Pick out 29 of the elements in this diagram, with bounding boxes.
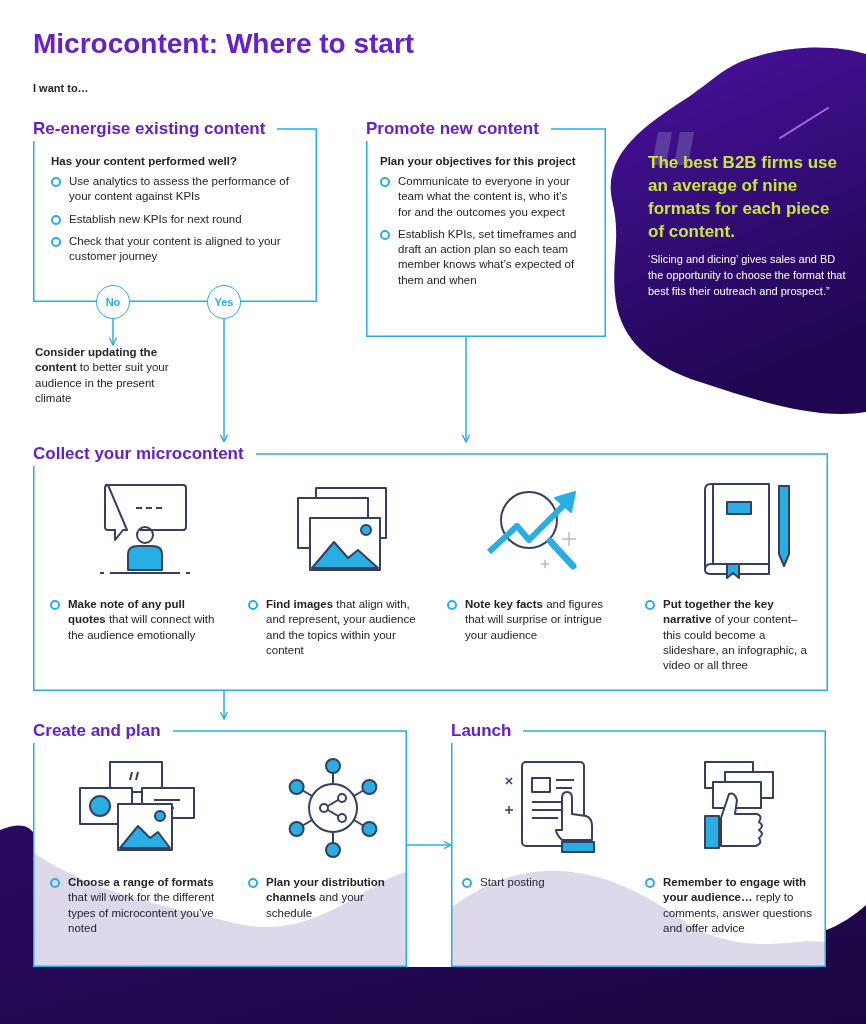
bullet-point: Establish KPIs, set timeframes and draft an action plan so each team member knows what’s expected of them and when: [380, 226, 580, 288]
question-text: Plan your objectives for this project: [380, 155, 577, 167]
bullet-point: Note key facts and figures that will surprise or intrigue your audience: [447, 597, 622, 643]
quote-body: ‘Slicing and dicing’ gives sales and BD the opportunity to choose the format that best fits their outreach and prospect.”: [648, 251, 847, 299]
decision-circle: Yes: [207, 285, 241, 319]
bullet-point: Make note of any pull quotes that will connect with the audience emotionally: [50, 597, 225, 643]
arrow: [108, 318, 118, 346]
bullet-point: Establish new KPIs for next round: [51, 211, 301, 227]
bullet-point: Find images that align with, and represent, your audience and the topics within your content: [248, 597, 423, 659]
bullet-point: Communicate to everyone in your team what the content is, who it’s for and the outcomes you expect: [380, 174, 580, 220]
question-text: Has your content performed well?: [51, 155, 238, 167]
page-title: Microcontent: Where to start: [33, 28, 415, 60]
note-text: Consider updating the content to better suit your audience in the present climate: [35, 345, 170, 406]
intro-text: I want to…: [33, 82, 89, 94]
bullet-point: Put together the key narrative of your content–this could become a slideshare, an infographic, a video or all three: [645, 597, 815, 674]
arrow: [461, 336, 471, 443]
bullet-point: Plan your distribution channels and your schedule: [248, 875, 393, 921]
section-box: [33, 442, 828, 691]
arrow: [219, 318, 229, 443]
decision-circle: No: [96, 285, 130, 319]
bullet-point: Choose a range of formats that will work for the different types of microcontent you’ve noted: [50, 875, 225, 937]
arrow: [219, 690, 229, 720]
section-heading: Collect your microcontent: [33, 442, 256, 466]
bullet-point: Start posting: [462, 875, 632, 891]
arrow: [406, 840, 452, 850]
bullet-point: Check that your content is aligned to your customer journey: [51, 233, 301, 265]
bullet-point: Remember to engage with your audience… reply to comments, answer questions and offer advice: [645, 875, 815, 937]
quote-text: The best B2B firms use an average of nine formats for each piece of content.: [648, 152, 838, 243]
bullet-point: Use analytics to assess the performance of your content against KPIs: [51, 174, 301, 205]
